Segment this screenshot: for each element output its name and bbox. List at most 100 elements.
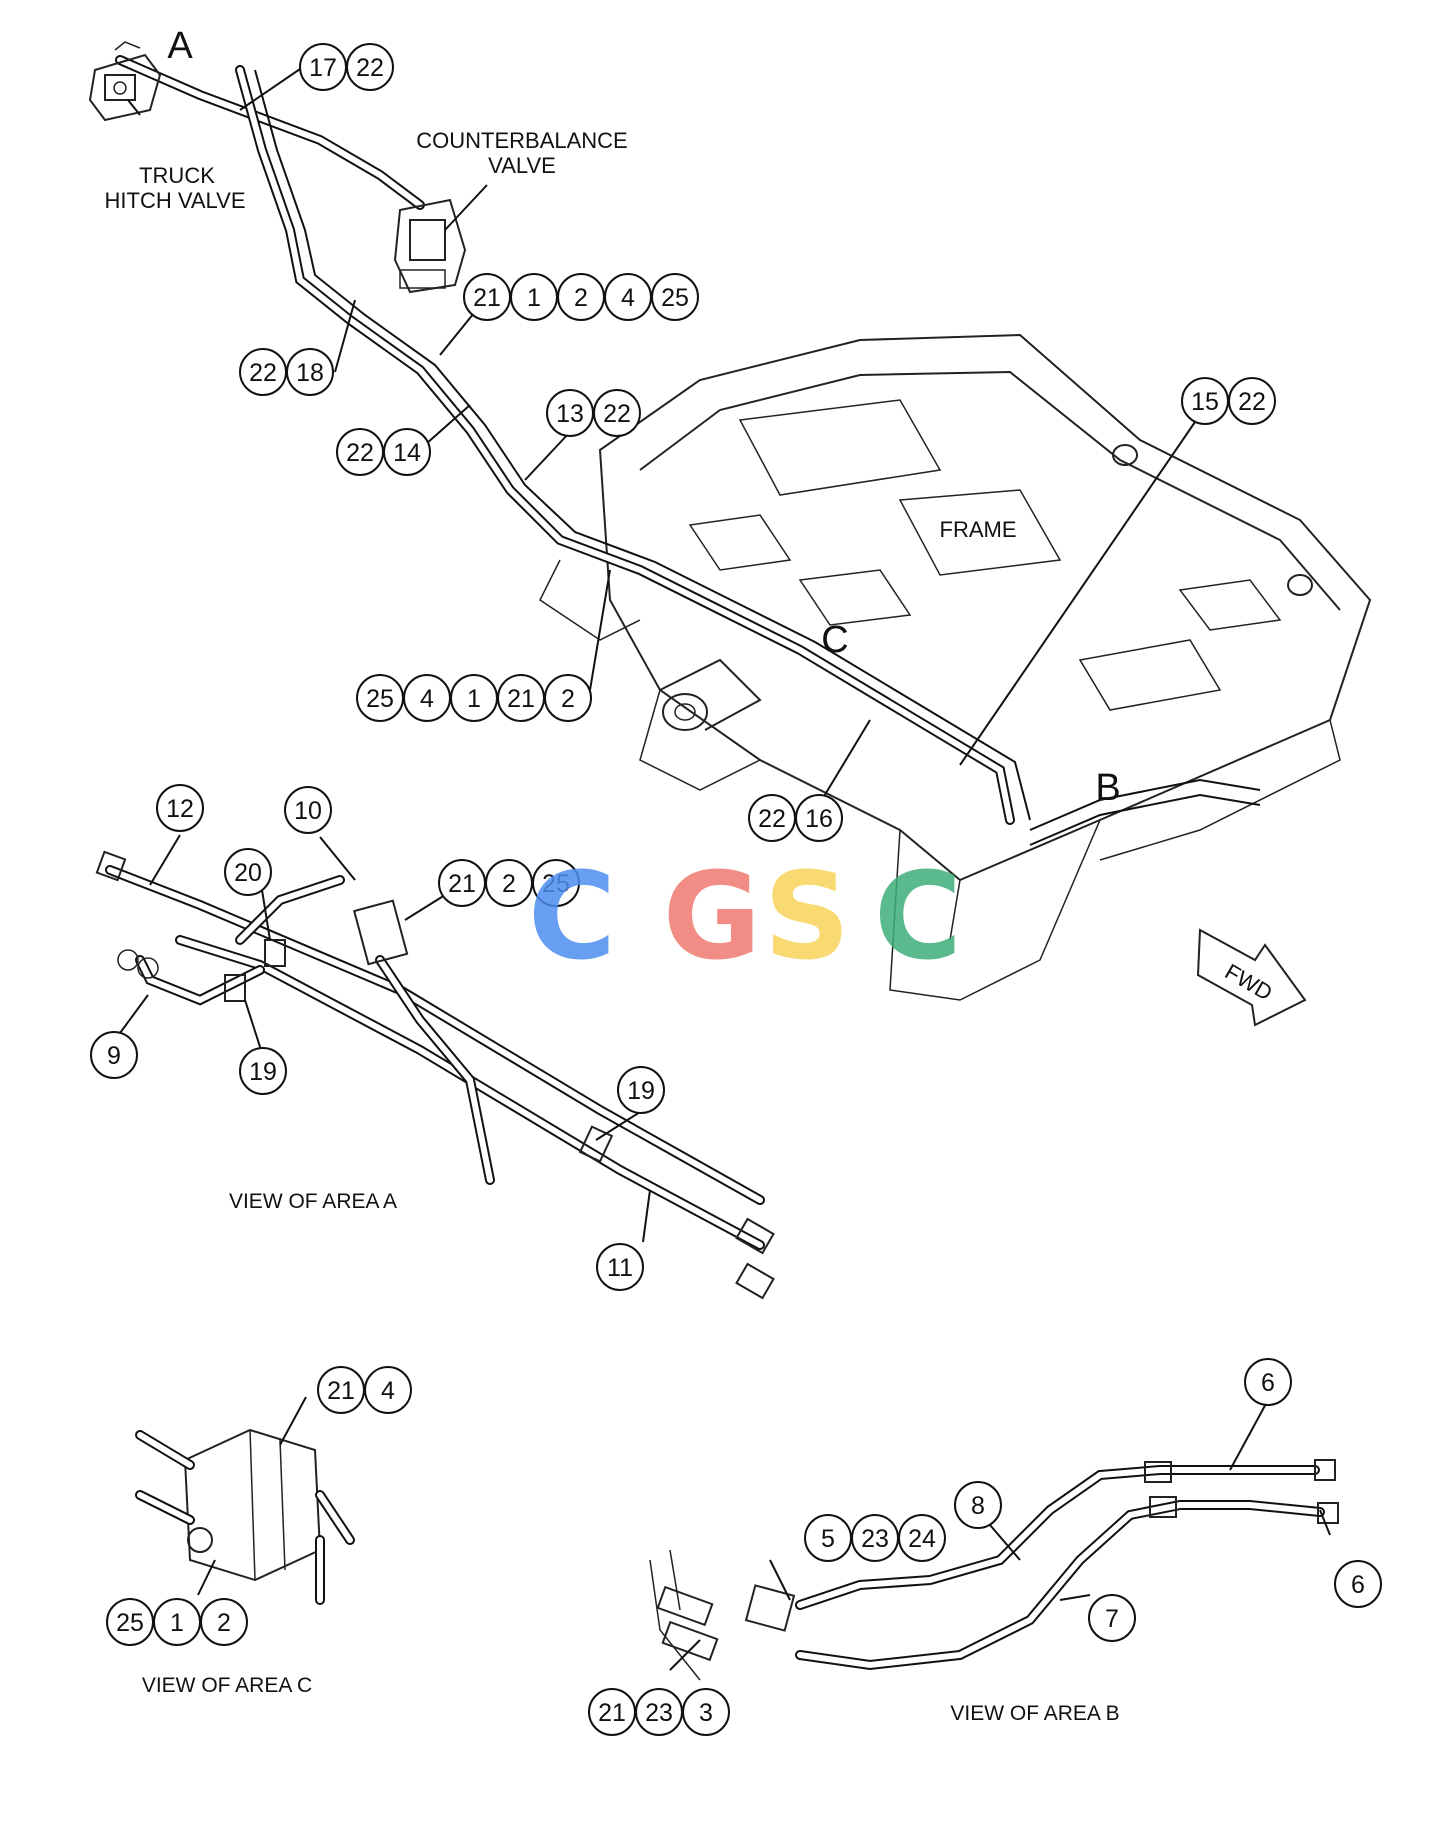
callout-number: 19	[627, 1077, 655, 1105]
callout-number: 25	[661, 284, 689, 312]
callout-circle	[682, 1688, 730, 1736]
callout-group: 7	[1088, 1594, 1136, 1642]
callout-group: 8	[954, 1481, 1002, 1529]
callout-circle	[364, 1366, 412, 1414]
callout-number: 19	[249, 1058, 277, 1086]
callout-circle	[286, 348, 334, 396]
callout-circle	[617, 1066, 665, 1114]
callout-group: 22 14	[336, 428, 431, 476]
callout-circle	[596, 1243, 644, 1291]
truck-hitch-valve-body	[88, 41, 162, 122]
callout-circle	[1244, 1358, 1292, 1406]
callout-number: 23	[861, 1525, 889, 1553]
callout-circle	[954, 1481, 1002, 1529]
callout-number: 22	[603, 400, 631, 428]
callout-group: 5 23 24	[804, 1514, 946, 1562]
callout-number: 25	[542, 870, 570, 898]
callout-number: 22	[356, 54, 384, 82]
callout-number: 24	[908, 1525, 936, 1553]
area-b-letter: B	[1095, 767, 1120, 809]
callout-circle	[239, 1047, 287, 1095]
callout-circle	[90, 1031, 138, 1079]
callout-number: 22	[1238, 388, 1266, 416]
callout-number: 22	[346, 439, 374, 467]
callout-circle	[795, 794, 843, 842]
callout-circle	[284, 786, 332, 834]
counterbalance-valve-body	[393, 198, 467, 294]
callout-group: 20	[224, 848, 272, 896]
callout-number: 10	[294, 797, 322, 825]
frame-label: FRAME	[940, 517, 1017, 542]
view-area-b-drawing	[649, 1459, 1339, 1681]
callout-number: 7	[1105, 1605, 1119, 1633]
counterbalance-valve-label-line2: VALVE	[488, 153, 556, 178]
callout-number: 2	[561, 685, 575, 713]
callout-circle	[1334, 1560, 1382, 1608]
callout-number: 2	[574, 284, 588, 312]
callout-number: 1	[467, 685, 481, 713]
callout-number: 20	[234, 859, 262, 887]
callout-group: 12	[156, 784, 204, 832]
callout-circle	[1228, 377, 1276, 425]
main-pipe-run	[115, 55, 1261, 846]
callout-circle	[593, 389, 641, 437]
watermark-letter: C	[874, 848, 962, 987]
fwd-label: FWD	[1221, 959, 1277, 1006]
callout-group: 13 22	[546, 389, 641, 437]
callout-circle	[651, 273, 699, 321]
view-area-a-label: VIEW OF AREA A	[229, 1190, 397, 1213]
callout-number: 21	[598, 1699, 626, 1727]
callout-number: 4	[381, 1377, 395, 1405]
callout-number: 12	[166, 795, 194, 823]
truck-hitch-valve-label-line2: HITCH VALVE	[105, 188, 246, 213]
callout-group: 9	[90, 1031, 138, 1079]
callout-number: 21	[473, 284, 501, 312]
callout-number: 23	[645, 1699, 673, 1727]
watermark-letter: C	[528, 848, 616, 987]
leader-lines	[119, 66, 1331, 1671]
callout-number: 9	[107, 1042, 121, 1070]
callout-number: 21	[448, 870, 476, 898]
callout-number: 1	[527, 284, 541, 312]
truck-hitch-valve-label-line1: TRUCK	[139, 163, 215, 188]
callout-number: 11	[607, 1254, 633, 1282]
callout-group: 22 18	[239, 348, 334, 396]
frame-drawing	[539, 333, 1372, 1001]
area-c-letter: C	[821, 619, 848, 661]
callout-number: 18	[296, 359, 324, 387]
callout-number: 21	[507, 685, 535, 713]
callout-circle	[544, 674, 592, 722]
area-a-letter: A	[167, 25, 193, 67]
callout-number: 6	[1261, 1369, 1275, 1397]
callout-circle	[383, 428, 431, 476]
callout-number: 8	[971, 1492, 985, 1520]
watermark-letter: G	[663, 848, 762, 987]
text-labels: A B C TRUCK HITCH VALVE COUNTERBALANCE V…	[105, 25, 1121, 1725]
callout-number: 2	[217, 1609, 231, 1637]
callout-number: 3	[699, 1699, 713, 1727]
counterbalance-valve-label-line1: COUNTERBALANCE	[416, 128, 627, 153]
callout-group: 21 23 3	[588, 1688, 730, 1736]
watermark-letter: S	[764, 848, 850, 987]
callout-number: 5	[821, 1525, 835, 1553]
callout-group: 6	[1334, 1560, 1382, 1608]
fwd-arrow: FWD	[1196, 928, 1307, 1027]
callout-number: 6	[1351, 1571, 1365, 1599]
callout-number: 22	[249, 359, 277, 387]
callout-number: 13	[556, 400, 584, 428]
callout-number: 14	[393, 439, 421, 467]
callout-circle	[156, 784, 204, 832]
callout-number: 15	[1191, 388, 1219, 416]
view-area-a-drawing	[95, 850, 775, 1300]
callout-circle	[346, 43, 394, 91]
callout-circle	[200, 1598, 248, 1646]
